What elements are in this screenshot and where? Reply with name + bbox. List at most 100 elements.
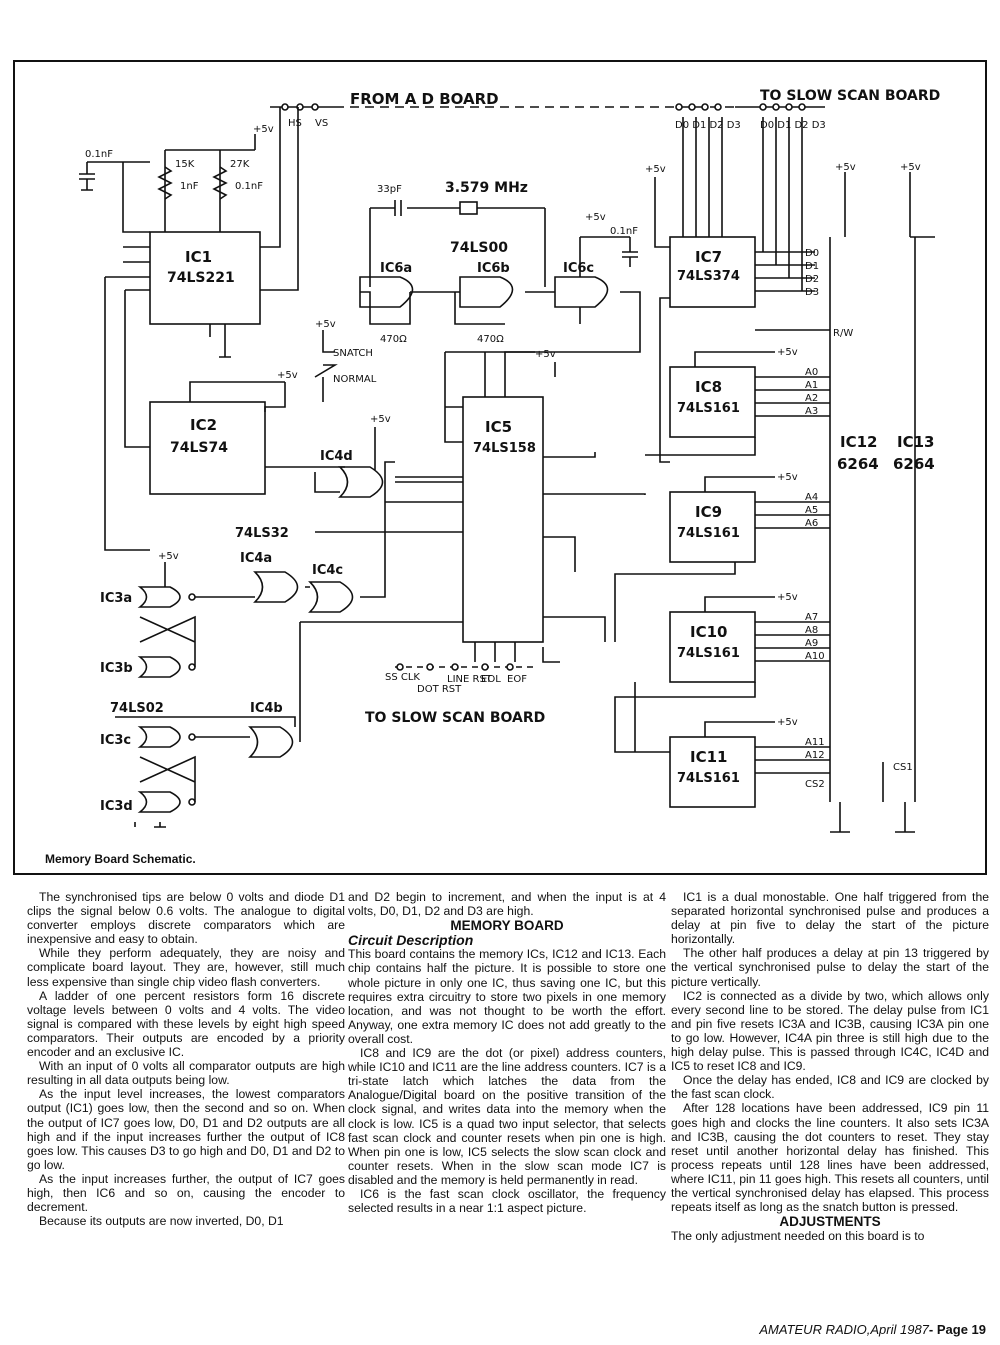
ic6-vcc: +5v <box>585 212 606 223</box>
ic4b-label: IC4b <box>250 701 283 716</box>
col2-para: This board contains the memory ICs, IC12… <box>348 947 666 1046</box>
ic13-ref: IC13 <box>897 433 934 451</box>
address-line-label: A3 <box>805 406 818 417</box>
col1-para: As the input increases further, the outp… <box>27 1171 345 1215</box>
ic6a-label: IC6a <box>380 261 412 276</box>
ic10-ref: IC10 <box>690 623 727 641</box>
cs2-label: CS2 <box>805 779 825 790</box>
col3-para: Once the delay has ended, IC8 and IC9 ar… <box>671 1073 989 1102</box>
page-footer: AMATEUR RADIO,April 1987- Page 19 <box>759 1322 986 1337</box>
address-line-label: A10 <box>805 651 825 662</box>
ram-data-pin-label: D0 <box>805 248 819 259</box>
schematic-figure: FROM A D BOARD TO SLOW SCAN BOARD D0 D1 … <box>13 60 987 875</box>
ic11-part: 74LS161 <box>677 771 740 786</box>
ic2-part: 74LS74 <box>170 440 228 456</box>
ic3-vcc: +5v <box>158 551 179 562</box>
r27k-label: 27K <box>230 159 250 170</box>
hs-label: HS <box>288 118 302 129</box>
eof-label: EOF <box>507 674 527 685</box>
col1-para: While they perform adequately, they are … <box>27 946 345 989</box>
ic3d-gate <box>137 791 181 813</box>
ic13-part: 6264 <box>893 455 935 473</box>
bottom-to-label: TO SLOW SCAN BOARD <box>365 710 545 726</box>
ic4b-gate <box>248 726 294 758</box>
line-rst-label: LINE RST <box>447 674 493 685</box>
ram-data-pin-label: D2 <box>805 274 819 285</box>
col1-para: As the input level increases, the lowest… <box>27 1087 345 1172</box>
ic2-ref: IC2 <box>190 416 217 434</box>
ss-clk-label: SS CLK <box>385 672 420 683</box>
eol-label: EOL <box>481 674 501 685</box>
ic1-box <box>149 231 261 325</box>
vs-label: VS <box>315 118 328 129</box>
article-column-1: The synchronised tips are below 0 volts … <box>27 890 345 1228</box>
c01nf-label: 0.1nF <box>235 181 263 192</box>
d-out-label: D0 D1 D2 D3 <box>760 120 826 131</box>
col2-para: IC8 and IC9 are the dot (or pixel) addre… <box>348 1046 666 1187</box>
address-line-label: A1 <box>805 380 818 391</box>
ic6b-gate <box>459 276 514 308</box>
ic1-ref: IC1 <box>185 248 212 266</box>
ic7-part: 74LS374 <box>677 269 740 284</box>
ic9-ref: IC9 <box>695 503 722 521</box>
circuit-description-heading: Circuit Description <box>348 932 474 949</box>
ic11-ref: IC11 <box>690 748 727 766</box>
col3-para: IC2 is connected as a divide by two, whi… <box>671 988 989 1074</box>
col3-para: The other half produces a delay at pin 1… <box>671 946 989 989</box>
ic8-box <box>669 366 756 438</box>
ic4d-label: IC4d <box>320 449 353 464</box>
ic7-vcc: +5v <box>645 164 666 175</box>
switch-vcc: +5v <box>315 319 336 330</box>
ic3c-gate <box>137 726 181 748</box>
article-column-2: and D2 begin to increment, and when the … <box>348 890 666 1215</box>
address-line-label: A5 <box>805 505 818 516</box>
header-to-label: TO SLOW SCAN BOARD <box>760 88 940 104</box>
ic10-vcc: +5v <box>777 592 798 603</box>
adjustments-heading: ADJUSTMENTS <box>779 1214 881 1230</box>
crystal-label: 3.579 MHz <box>445 180 528 196</box>
ic10-box <box>669 611 756 683</box>
ic4a-gate <box>253 571 299 603</box>
col2-para: IC6 is the fast scan clock oscillator, t… <box>348 1186 666 1216</box>
col1-para: Because its outputs are now inverted, D0… <box>39 1214 284 1229</box>
ic9-part: 74LS161 <box>677 526 740 541</box>
ic3a-label: IC3a <box>100 591 132 606</box>
ic8-part: 74LS161 <box>677 401 740 416</box>
ic1-part: 74LS221 <box>167 270 235 286</box>
ic5-part: 74LS158 <box>473 441 536 456</box>
ic4d-gate <box>338 466 384 498</box>
address-line-label: A6 <box>805 518 818 529</box>
address-line-label: A8 <box>805 625 818 636</box>
ic9-box <box>669 491 756 563</box>
col3-para: After 128 locations have been addressed,… <box>671 1101 989 1215</box>
ic8-vcc: +5v <box>777 347 798 358</box>
col3-tail: The only adjustment needed on this board… <box>671 1229 925 1244</box>
col1-para: A ladder of one percent resistors form 1… <box>27 988 345 1060</box>
cs1-label: CS1 <box>893 762 913 773</box>
address-line-label: A7 <box>805 612 818 623</box>
ic7-ref: IC7 <box>695 248 722 266</box>
ic3d-label: IC3d <box>100 799 133 814</box>
address-line-label: A12 <box>805 750 825 761</box>
ic3b-gate <box>137 656 181 678</box>
article-column-3: IC1 is a dual monostable. One half trigg… <box>671 890 989 1243</box>
address-line-label: A0 <box>805 367 818 378</box>
header-bus <box>270 103 825 111</box>
c01nf-b-label: 0.1nF <box>85 149 113 160</box>
r15k-label: 15K <box>175 159 195 170</box>
ic12-vcc: +5v <box>835 162 856 173</box>
ic11-vcc: +5v <box>777 717 798 728</box>
ram-data-pin-label: D1 <box>805 261 819 272</box>
memory-board-heading: MEMORY BOARD <box>450 918 564 934</box>
ic4c-gate <box>308 581 354 613</box>
r470a-label: 470Ω <box>380 334 407 345</box>
snatch-label: SNATCH <box>333 348 373 359</box>
ic3a-gate <box>137 586 181 608</box>
ic6-part: 74LS00 <box>450 240 508 256</box>
ic3c-label: IC3c <box>100 733 131 748</box>
ic12-part: 6264 <box>837 455 879 473</box>
ic3-part: 74LS02 <box>110 701 164 716</box>
col1-para: The synchronised tips are below 0 volts … <box>27 890 345 947</box>
